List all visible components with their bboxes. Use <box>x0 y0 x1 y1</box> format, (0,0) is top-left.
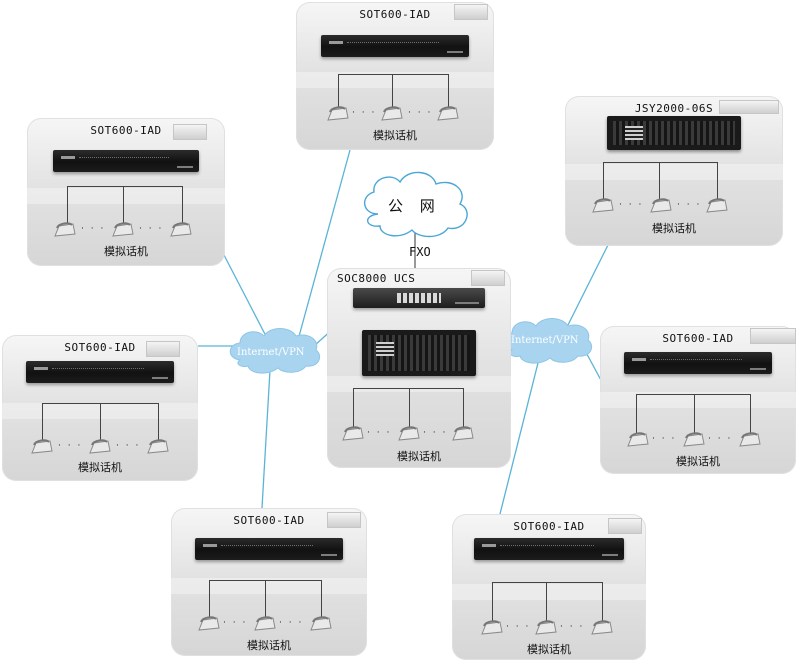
ucs-switch <box>353 288 485 308</box>
node-bottom-left-iad: SOT600-IAD · · · · · · 模拟话机 <box>171 508 367 656</box>
node-title: SOT600-IAD <box>662 332 734 345</box>
ellipsis: · · · <box>423 428 448 438</box>
phone-caption: 模拟话机 <box>676 455 720 468</box>
node-tag <box>750 328 796 344</box>
node-title: JSY2000-06S <box>634 102 714 115</box>
ellipsis: · · · <box>223 618 248 628</box>
link-upper-left-iad <box>223 254 269 341</box>
node-tag <box>608 518 642 534</box>
phone-icon <box>310 616 332 631</box>
phone-icon <box>481 620 503 635</box>
cloud-right-label: Internet/VPN <box>511 335 579 346</box>
node-title: SOC8000 UCS <box>337 272 416 285</box>
ellipsis: · · · <box>352 108 377 118</box>
phone-caption: 模拟话机 <box>652 222 696 235</box>
node-tag <box>173 124 207 140</box>
ellipsis: · · · <box>58 441 83 451</box>
link-top-iad <box>297 149 351 341</box>
phone-icon <box>254 616 276 631</box>
node-mid-left-iad: SOT600-IAD · · · · · · 模拟话机 <box>2 335 198 481</box>
ellipsis: · · · <box>408 108 433 118</box>
ucs-chassis <box>362 330 476 376</box>
cloud-left-label: Internet/VPN <box>237 347 305 358</box>
node-title: SOT600-IAD <box>233 514 305 527</box>
phone-icon <box>54 222 76 237</box>
phone-caption: 模拟话机 <box>104 245 148 258</box>
iad-device <box>624 352 772 374</box>
link-bottom-right-iad <box>499 354 541 515</box>
cloud-left <box>229 328 321 374</box>
iad-device <box>474 538 624 560</box>
node-mid-right-iad: SOT600-IAD · · · · · · 模拟话机 <box>600 326 796 474</box>
phone-icon <box>739 432 761 447</box>
ellipsis: · · · <box>139 224 164 234</box>
ellipsis: · · · <box>652 434 677 444</box>
phone-caption: 模拟话机 <box>78 461 122 474</box>
phone-icon <box>650 198 672 213</box>
phone-caption: 模拟话机 <box>397 450 441 463</box>
node-title: SOT600-IAD <box>64 341 136 354</box>
iad-device <box>321 35 469 57</box>
node-tag <box>327 512 361 528</box>
phone-icon <box>398 426 420 441</box>
phone-icon <box>437 106 459 121</box>
iad-device <box>26 361 174 383</box>
iad-device <box>195 538 343 560</box>
phone-icon <box>535 620 557 635</box>
node-top-iad: SOT600-IAD · · · · · · 模拟话机 <box>296 2 494 150</box>
phone-bus <box>338 74 448 75</box>
ellipsis: · · · <box>506 622 531 632</box>
node-tag <box>719 100 779 114</box>
link-bottom-left-iad <box>261 369 271 509</box>
ellipsis: · · · <box>560 622 585 632</box>
node-title: SOT600-IAD <box>359 8 431 21</box>
phone-icon <box>112 222 134 237</box>
phone-icon <box>170 222 192 237</box>
ellipsis: · · · <box>677 200 702 210</box>
node-tag <box>146 341 180 357</box>
pstn-label: 公 网 <box>388 197 441 215</box>
phone-icon <box>198 616 220 631</box>
phone-icon <box>327 106 349 121</box>
ellipsis: · · · <box>279 618 304 628</box>
phone-icon <box>31 439 53 454</box>
phone-caption: 模拟话机 <box>373 129 417 142</box>
phone-icon <box>706 198 728 213</box>
phone-icon <box>627 432 649 447</box>
phone-icon <box>89 439 111 454</box>
phone-icon <box>381 106 403 121</box>
node-tag <box>454 4 488 20</box>
phone-caption: 模拟话机 <box>527 643 571 656</box>
phone-icon <box>683 432 705 447</box>
phone-icon <box>592 198 614 213</box>
iad-device <box>53 150 199 172</box>
ellipsis: · · · <box>619 200 644 210</box>
link-jsy <box>567 244 609 326</box>
fxo-label: FXO <box>409 245 431 259</box>
node-bottom-right-iad: SOT600-IAD · · · · · · 模拟话机 <box>452 514 646 660</box>
node-title: SOT600-IAD <box>90 124 162 137</box>
node-soc8000-ucs: SOC8000 UCS · · · · · · 模拟话机 <box>327 268 511 468</box>
pstn-cloud <box>364 171 468 238</box>
phone-icon <box>147 439 169 454</box>
phone-icon <box>342 426 364 441</box>
jsy-chassis <box>607 116 741 150</box>
node-tag <box>471 270 505 286</box>
ellipsis: · · · <box>367 428 392 438</box>
phone-icon <box>452 426 474 441</box>
ellipsis: · · · <box>116 441 141 451</box>
node-jsy2000: JSY2000-06S · · · · · · 模拟话机 <box>565 96 783 246</box>
node-title: SOT600-IAD <box>513 520 585 533</box>
cloud-right <box>501 318 593 364</box>
phone-caption: 模拟话机 <box>247 639 291 652</box>
ellipsis: · · · <box>81 224 106 234</box>
phone-icon <box>591 620 613 635</box>
node-upper-left-iad: SOT600-IAD · · · · · · 模拟话机 <box>27 118 225 266</box>
ellipsis: · · · <box>708 434 733 444</box>
